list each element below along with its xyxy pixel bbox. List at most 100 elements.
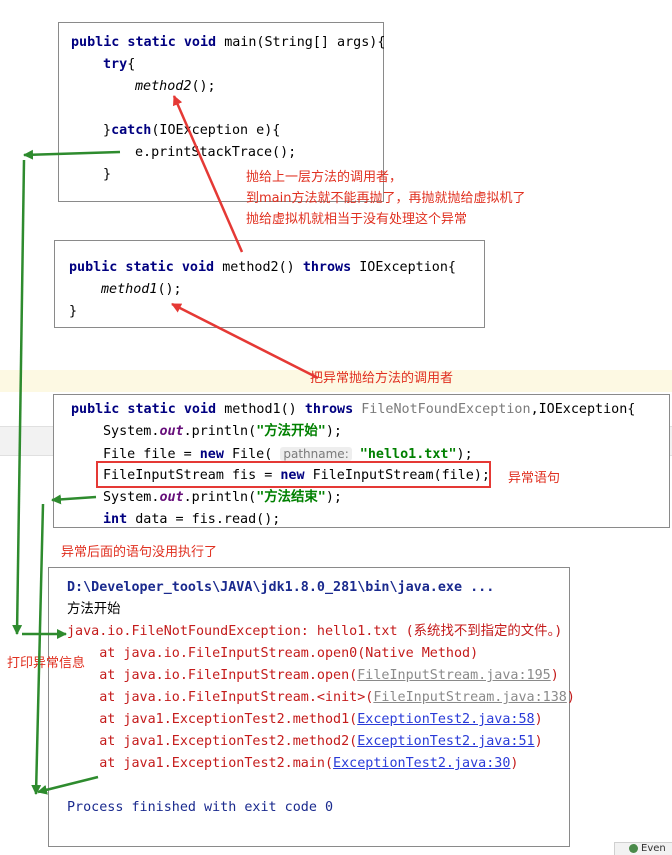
green-vertical-left-2 (31, 503, 45, 795)
red-arrow-to-method2-call (172, 95, 244, 253)
console-command: D:\Developer_tools\JAVA\jdk1.8.0_281\bin… (67, 580, 495, 595)
green-vertical-left-1 (12, 159, 26, 635)
annotation-print-info: 打印异常信息 (7, 656, 86, 671)
method1-line-4: FileInputStream fis = new FileInputStrea… (103, 465, 490, 487)
source-link[interactable]: FileInputStream.java:138 (373, 690, 567, 705)
system-ref: System. (103, 424, 160, 439)
kw-new: new (199, 447, 224, 462)
method1-line-3: File file = new File( pathname: "hello1.… (103, 443, 473, 466)
event-log-button[interactable]: Even (614, 842, 672, 855)
source-link[interactable]: ExceptionTest2.java:58 (357, 712, 535, 727)
out-field: out (159, 424, 184, 439)
console-exception: java.io.FileNotFoundException: hello1.tx… (67, 624, 563, 639)
stack-frame-1: at java.io.FileInputStream.open0(Native … (67, 646, 479, 661)
frame-text: ) (510, 756, 519, 771)
source-link[interactable]: ExceptionTest2.java:30 (333, 756, 511, 771)
annotation-throw-up-1: 抛给上一层方法的调用者， (246, 170, 403, 185)
method1-line-5: System.out.println("方法结束"); (103, 487, 342, 509)
main-signature: main(String[] args){ (224, 35, 386, 50)
call-method2[interactable]: method2 (135, 79, 192, 94)
method1-line-6: int data = fis.read(); (103, 509, 280, 527)
kw-public-static-void: public static void (71, 35, 225, 50)
frame-text: at java.io.FileInputStream.<init>( (67, 690, 374, 705)
red-arrow-to-method1-call (171, 302, 319, 380)
annotation-not-executed: 异常后面的语句没用执行了 (61, 545, 218, 560)
main-line-4: }catch(IOException e){ (103, 120, 280, 142)
stack-frame-4: at java1.ExceptionTest2.method1(Exceptio… (67, 709, 543, 731)
frame-text: ) (566, 690, 575, 705)
source-link[interactable]: FileInputStream.java:195 (357, 668, 551, 683)
println-call: .println( (183, 490, 257, 505)
event-log-label: Even (641, 843, 666, 854)
annotation-throw-caller: 把异常抛给方法的调用者 (310, 371, 454, 386)
call-paren: ); (456, 447, 473, 462)
string-literal: "方法开始" (256, 424, 326, 439)
kw-public-static-void: public static void (69, 260, 223, 275)
frame-text: at java1.ExceptionTest2.method2( (67, 734, 358, 749)
kw-new: new (280, 468, 305, 483)
print-stack-trace-call: e.printStackTrace(); (135, 145, 297, 160)
editor-line-highlight (0, 370, 672, 392)
method2-signature: method2() (222, 260, 303, 275)
main-line-3: method2(); (135, 76, 216, 98)
fis-ctor: FileInputStream(file); (304, 468, 490, 483)
method1-line-1: public static void method1() throws File… (71, 399, 635, 421)
method2-line-2: method1(); (101, 279, 182, 301)
console-finish: Process finished with exit code 0 (67, 800, 334, 815)
kw-catch: catch (111, 123, 152, 138)
kw-try: try (103, 57, 128, 72)
stack-frame-6: at java1.ExceptionTest2.main(ExceptionTe… (67, 753, 518, 775)
call-method1[interactable]: method1 (101, 282, 158, 297)
method2-line-3: } (69, 301, 77, 323)
console-output-start: 方法开始 (67, 602, 121, 617)
exception-type: ,IOException{ (530, 402, 636, 417)
brace: } (103, 123, 112, 138)
frame-text: at java1.ExceptionTest2.method1( (67, 712, 358, 727)
console-panel: D:\Developer_tools\JAVA\jdk1.8.0_281\bin… (48, 567, 575, 847)
kw-int: int (103, 512, 128, 527)
fis-decl: FileInputStream fis = (103, 468, 281, 483)
out-field: out (159, 490, 184, 505)
frame-text: ) (550, 668, 559, 683)
frame-text: at java1.ExceptionTest2.main( (67, 756, 334, 771)
println-call: .println( (183, 424, 257, 439)
main-line-2: try{ (103, 54, 135, 76)
method1-signature: method1() (224, 402, 305, 417)
green-arrow-not-executed (51, 494, 97, 505)
system-ref: System. (103, 490, 160, 505)
main-method-panel: public static void main(String[] args){ … (58, 22, 385, 202)
green-arrow-to-finish (37, 775, 99, 795)
frame-text: at java.io.FileInputStream.open( (67, 668, 358, 683)
call-paren: (); (191, 79, 216, 94)
frame-text: ) (534, 712, 543, 727)
catch-param: (IOException e){ (151, 123, 281, 138)
annotation-throw-up-3: 抛给虚拟机就相当于没有处理这个异常 (246, 212, 468, 227)
file-decl: File file = (103, 447, 200, 462)
call-paren: ); (325, 490, 342, 505)
stack-frame-3: at java.io.FileInputStream.<init>(FileIn… (67, 687, 575, 709)
kw-throws: throws (304, 402, 354, 417)
string-literal: "方法结束" (256, 490, 326, 505)
method1-line-2: System.out.println("方法开始"); (103, 421, 342, 443)
method2-panel: public static void method2() throws IOEx… (54, 240, 485, 328)
brace: } (103, 167, 112, 182)
exception-type: IOException{ (351, 260, 456, 275)
read-call: data = fis.read(); (127, 512, 281, 527)
event-log-icon (629, 844, 638, 853)
source-link[interactable]: ExceptionTest2.java:51 (357, 734, 535, 749)
main-line-1: public static void main(String[] args){ (71, 32, 385, 54)
stack-frame-2: at java.io.FileInputStream.open(FileInpu… (67, 665, 559, 687)
exception-statement-highlight (96, 461, 491, 488)
frame-text: ) (534, 734, 543, 749)
parameter-hint: pathname: (280, 447, 352, 461)
annotation-throw-up-2: 到main方法就不能再抛了，再抛就抛给虚拟机了 (246, 191, 526, 206)
unused-exception-type: FileNotFoundException (353, 402, 531, 417)
kw-throws: throws (302, 260, 352, 275)
main-line-6: } (103, 164, 111, 186)
call-paren: (); (157, 282, 182, 297)
brace: } (69, 304, 78, 319)
string-literal: "hello1.txt" (359, 447, 457, 462)
main-line-5: e.printStackTrace(); (135, 142, 296, 164)
